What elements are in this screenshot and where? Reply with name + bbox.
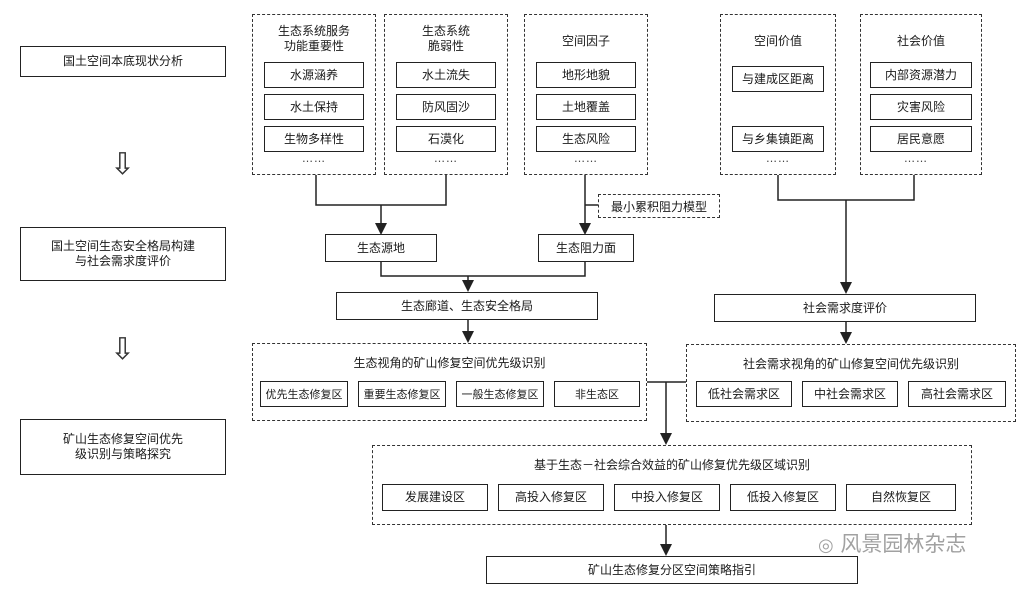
indicator-sand-fixation: 防风固沙 [396, 94, 496, 120]
step-identification-box: 矿山生态修复空间优先 级识别与策略探究 [20, 419, 226, 475]
indicator-soil-conservation: 水土保持 [264, 94, 364, 120]
ellipsis: …… [302, 152, 326, 165]
step-analysis-label: 国土空间本底现状分析 [62, 54, 183, 68]
final-strategy-box: 矿山生态修复分区空间策略指引 [486, 556, 858, 584]
indicator-water-conservation: 水源涵养 [264, 62, 364, 88]
zone-low-investment: 低投入修复区 [730, 484, 836, 511]
zone-natural-recovery: 自然恢复区 [846, 484, 956, 511]
mcr-model-label: 最小累积阻力模型 [598, 194, 720, 218]
eco-resistance-box: 生态阻力面 [538, 234, 634, 262]
value-resource-potential: 内部资源潜力 [870, 62, 972, 88]
step-identification-label: 矿山生态修复空间优先 级识别与策略探究 [62, 432, 183, 461]
zone-high-social-demand: 高社会需求区 [908, 381, 1006, 407]
indicator-biodiversity: 生物多样性 [264, 126, 364, 152]
wechat-icon: ◎ [818, 535, 834, 556]
spatial-factors-group [524, 14, 648, 175]
down-arrow-icon: ⇩ [110, 332, 136, 367]
spatial-factors-title: 空间因子 [561, 34, 610, 48]
mcr-model-text: 最小累积阻力模型 [610, 199, 707, 214]
zone-mid-social-demand: 中社会需求区 [802, 381, 898, 407]
watermark-text: 风景园林杂志 [840, 532, 967, 556]
eco-source-box: 生态源地 [325, 234, 437, 262]
factor-terrain: 地形地貌 [536, 62, 636, 88]
factor-land-cover: 土地覆盖 [536, 94, 636, 120]
zone-high-investment: 高投入修复区 [498, 484, 604, 511]
watermark: ◎ 风景园林杂志 [818, 528, 966, 558]
zone-general-eco-restoration: 一般生态修复区 [456, 381, 544, 407]
eco-priority-title: 生态视角的矿山修复空间优先级识别 [353, 356, 546, 370]
indicator-soil-erosion: 水土流失 [396, 62, 496, 88]
spatial-value-group [720, 14, 836, 175]
social-value-group [860, 14, 982, 175]
ellipsis: …… [904, 152, 928, 165]
value-distance-built-area: 与建成区距离 [732, 66, 824, 92]
ellipsis: …… [766, 152, 790, 165]
eco-pattern-box: 生态廊道、生态安全格局 [336, 292, 598, 320]
value-resident-willingness: 居民意愿 [870, 126, 972, 152]
step-construction-label: 国土空间生态安全格局构建 与社会需求度评价 [50, 239, 195, 268]
social-priority-title: 社会需求视角的矿山修复空间优先级识别 [742, 357, 959, 371]
social-value-title: 社会价值 [896, 34, 945, 48]
social-eval-box: 社会需求度评价 [714, 294, 976, 322]
zone-priority-eco-restoration: 优先生态修复区 [260, 381, 348, 407]
ecosystem-importance-group [252, 14, 376, 175]
ellipsis: …… [434, 152, 458, 165]
zone-development: 发展建设区 [382, 484, 488, 511]
step-construction-box: 国土空间生态安全格局构建 与社会需求度评价 [20, 227, 226, 281]
combined-priority-group [372, 445, 972, 525]
combined-priority-title: 基于生态－社会综合效益的矿山修复优先级区域识别 [533, 458, 810, 472]
value-distance-township: 与乡集镇距离 [732, 126, 824, 152]
ecosystem-importance-title: 生态系统服务 功能重要性 [277, 24, 350, 53]
ecosystem-sensitivity-title: 生态系统 脆弱性 [421, 24, 470, 53]
ecosystem-sensitivity-group [384, 14, 508, 175]
zone-important-eco-restoration: 重要生态修复区 [358, 381, 446, 407]
eco-priority-group [252, 343, 647, 421]
zone-non-eco: 非生态区 [554, 381, 640, 407]
factor-eco-risk: 生态风险 [536, 126, 636, 152]
indicator-rock-desertification: 石漠化 [396, 126, 496, 152]
value-disaster-risk: 灾害风险 [870, 94, 972, 120]
zone-mid-investment: 中投入修复区 [614, 484, 720, 511]
zone-low-social-demand: 低社会需求区 [696, 381, 792, 407]
ellipsis: …… [574, 152, 598, 165]
step-analysis-box: 国土空间本底现状分析 [20, 46, 226, 77]
down-arrow-icon: ⇩ [110, 147, 136, 182]
spatial-value-title: 空间价值 [753, 34, 802, 48]
social-priority-group [686, 344, 1016, 422]
